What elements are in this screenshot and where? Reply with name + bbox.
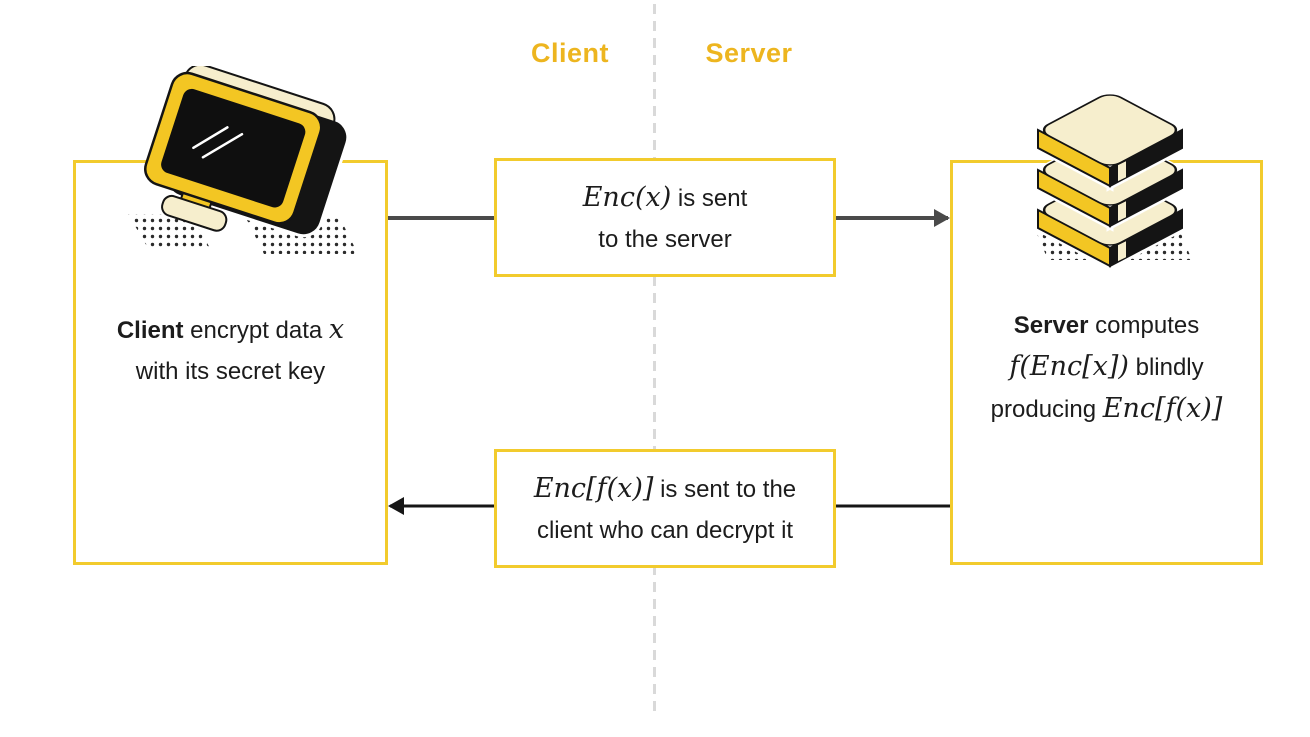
message-bottom-line1: Enc[f(x)] is sent to the: [497, 468, 833, 510]
message-box-encfx-sent: Enc[f(x)] is sent to the client who can …: [494, 449, 836, 568]
message-box-encx-sent: Enc(x) is sent to the server: [494, 158, 836, 277]
message-bottom-line1-text: is sent to the: [653, 476, 797, 503]
server-panel-line1: Server computes: [953, 305, 1260, 346]
computer-monitor-icon: [126, 66, 360, 262]
client-panel-text: Client encrypt data x with its secret ke…: [76, 309, 385, 392]
message-bottom-text: Enc[f(x)] is sent to the client who can …: [497, 468, 833, 551]
message-top-line2: to the server: [598, 226, 732, 253]
client-server-divider-dashed-line: [653, 4, 656, 712]
message-top-line1-text: is sent: [671, 185, 748, 212]
message-top-line1: Enc(x) is sent: [497, 177, 833, 219]
server-panel-line3: producing Enc[f(x)]: [953, 388, 1260, 430]
math-f-enc-x: f(Enc[x]): [1009, 351, 1129, 382]
server-line2-text: blindly: [1128, 354, 1204, 381]
math-enc-f-x: Enc[f(x)]: [1102, 393, 1223, 424]
message-top-text: Enc(x) is sent to the server: [497, 177, 833, 260]
client-word: Client: [116, 317, 184, 344]
server-line3-text: producing: [990, 396, 1103, 423]
math-enc-f-x-2: Enc[f(x)]: [533, 473, 654, 504]
database-stack-icon: [1026, 82, 1194, 268]
math-enc-x: Enc(x): [582, 182, 672, 213]
client-panel-line1: Client encrypt data x: [76, 309, 385, 351]
arrow-message-to-server: [836, 209, 950, 227]
server-word: Server: [1013, 312, 1089, 339]
line-client-to-message: [388, 209, 494, 227]
arrowhead-left-icon: [388, 497, 404, 515]
arrowhead-right-icon: [934, 209, 950, 227]
arrow-message-to-client: [388, 497, 494, 515]
client-lane-label: Client: [530, 38, 609, 68]
message-bottom-line2: client who can decrypt it: [536, 517, 794, 544]
client-panel-line2: with its secret key: [135, 358, 326, 385]
server-panel-text: Server computes f(Enc[x]) blindly produc…: [953, 305, 1260, 430]
server-panel-line2: f(Enc[x]) blindly: [953, 346, 1260, 388]
server-line1-text: computes: [1088, 312, 1200, 339]
server-lane-label: Server: [705, 38, 793, 68]
math-x: x: [328, 314, 345, 345]
client-line1-text: encrypt data: [183, 317, 329, 344]
line-server-to-message: [836, 497, 950, 515]
